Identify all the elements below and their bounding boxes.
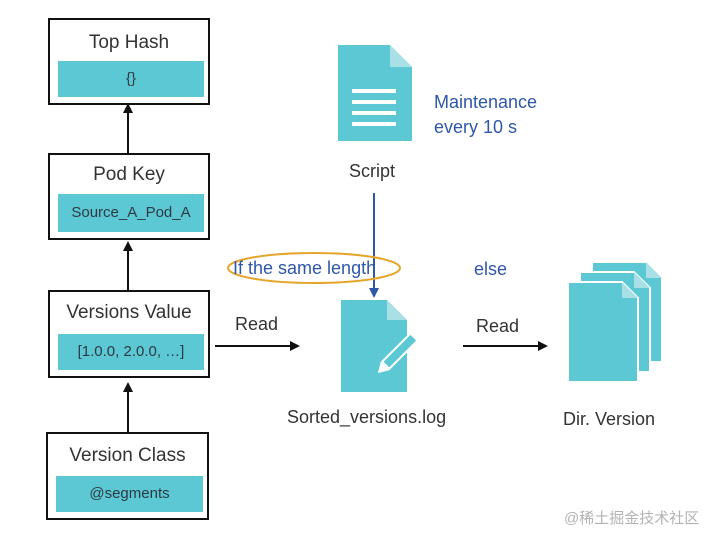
pod-key-box: Pod Key Source_A_Pod_A — [48, 153, 210, 240]
versions-value-title-prefix: Versions — [66, 302, 145, 323]
pod-key-value: Source_A_Pod_A — [58, 194, 204, 232]
versions-value-value: [1.0.0, 2.0.0, …] — [58, 334, 204, 370]
highlight-oval-condition — [227, 252, 401, 284]
versions-value-title: Versions Value — [50, 302, 208, 324]
read-label-left: Read — [235, 314, 279, 334]
maintenance-note-line1: Maintenance — [434, 92, 538, 112]
sorted-log-edit-icon — [341, 300, 421, 392]
versions-value-title-highlight: Value — [144, 302, 192, 323]
top-hash-box: Top Hash {} — [48, 18, 210, 105]
script-document-icon — [338, 45, 412, 141]
version-class-box: Version Class @segments — [46, 432, 209, 520]
versions-value-box: Versions Value [1.0.0, 2.0.0, …] — [48, 290, 210, 378]
watermark: @稀土掘金技术社区 — [564, 510, 700, 527]
pod-key-title: Pod Key — [50, 164, 208, 186]
dir-version-stack-icon — [567, 262, 663, 383]
pod-key-title-prefix: Pod — [93, 164, 133, 185]
top-hash-value: {} — [58, 61, 204, 97]
sorted-log-label: Sorted_versions.log — [287, 407, 447, 427]
dir-version-label: Dir. Version — [563, 409, 656, 429]
script-label: Script — [349, 161, 396, 181]
version-class-title: Version Class — [69, 445, 186, 466]
maintenance-note-line2: every 10 s — [434, 117, 518, 137]
read-label-right: Read — [476, 316, 520, 336]
pod-key-title-highlight: Key — [132, 164, 165, 185]
else-label: else — [474, 259, 508, 279]
top-hash-title: Top Hash — [88, 32, 170, 53]
condition-label: If the same length — [233, 258, 377, 278]
version-class-value: @segments — [56, 476, 203, 512]
